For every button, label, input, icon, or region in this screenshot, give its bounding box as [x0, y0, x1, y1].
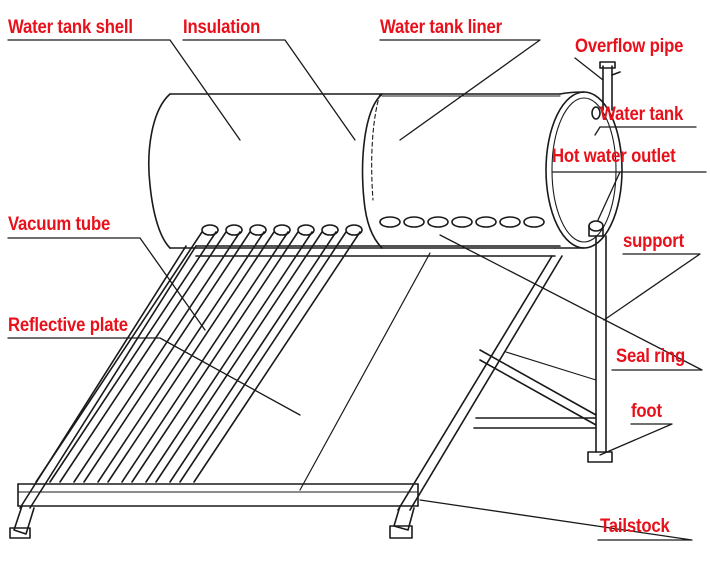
- leader-lines: [8, 40, 706, 540]
- label-hot-water-outlet: Hot water outlet: [552, 146, 676, 167]
- support-frame-drawing: [10, 236, 612, 538]
- label-support: support: [623, 231, 684, 252]
- label-reflective-plate: Reflective plate: [8, 315, 128, 336]
- label-water-tank-liner: Water tank liner: [380, 17, 503, 38]
- label-water-tank-shell: Water tank shell: [8, 17, 133, 38]
- label-overflow-pipe: Overflow pipe: [575, 36, 684, 57]
- label-tailstock: Tailstock: [600, 516, 670, 537]
- label-seal-ring: Seal ring: [616, 346, 686, 367]
- label-vacuum-tube: Vacuum tube: [8, 214, 111, 235]
- label-foot: foot: [631, 401, 662, 422]
- vacuum-tubes-drawing: [36, 232, 360, 482]
- label-water-tank: Water tank: [600, 104, 684, 125]
- seal-rings-drawing: [202, 217, 544, 235]
- overflow-pipe-drawing: [600, 62, 620, 110]
- water-tank-drawing: [149, 92, 622, 248]
- label-insulation: Insulation: [183, 17, 261, 38]
